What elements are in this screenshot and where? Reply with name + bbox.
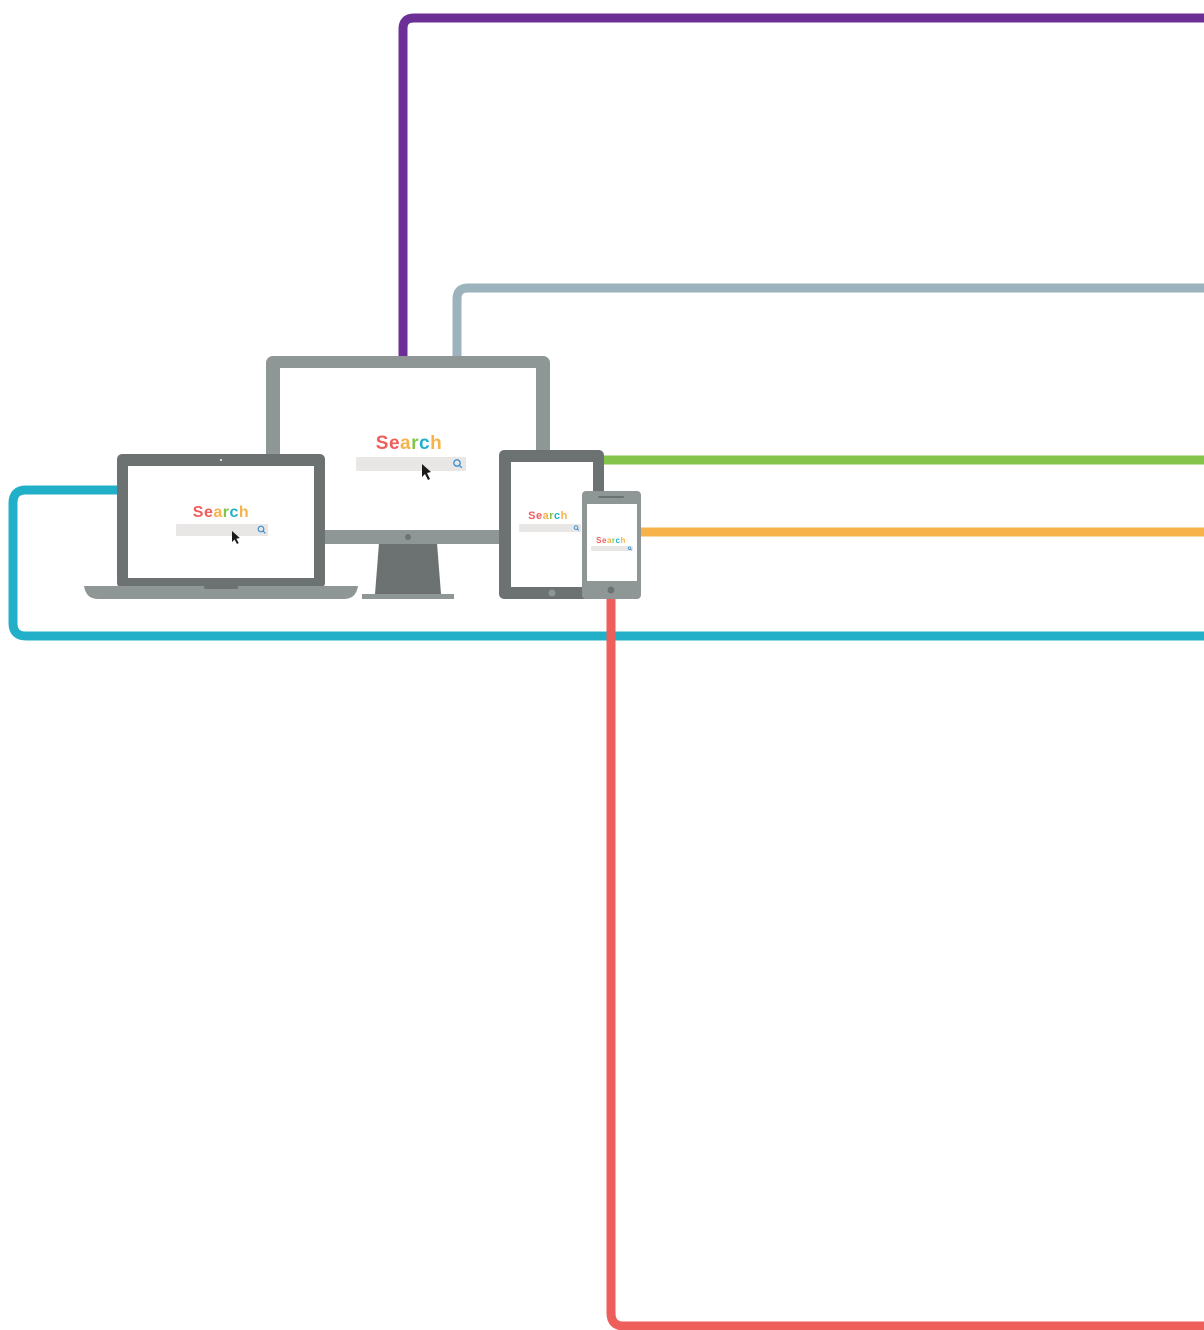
search-letter: h bbox=[239, 504, 249, 521]
cursor-icon bbox=[232, 531, 240, 544]
search-letter: a bbox=[400, 433, 411, 454]
search-letter: c bbox=[230, 504, 239, 521]
phone-search-bar bbox=[591, 546, 633, 551]
search-letter: e bbox=[204, 504, 213, 521]
phone-search-word: Search bbox=[596, 536, 626, 545]
laptop-trackpad-notch bbox=[204, 586, 238, 589]
laptop-base bbox=[84, 586, 358, 599]
tablet: Search bbox=[499, 450, 604, 599]
search-letter: a bbox=[213, 504, 222, 521]
tablet-search-word: Search bbox=[528, 510, 568, 522]
monitor-search-bar bbox=[356, 457, 466, 471]
laptop-search-bar bbox=[176, 524, 268, 536]
search-letter: r bbox=[411, 433, 419, 454]
monitor-power-light bbox=[405, 534, 411, 540]
tablet-search-bar bbox=[519, 524, 581, 532]
search-letter: e bbox=[602, 536, 607, 545]
magnifier-icon bbox=[257, 525, 266, 534]
search-letter: a bbox=[543, 510, 550, 522]
gray-blue-connector bbox=[452, 283, 1204, 360]
smartphone: Search bbox=[582, 491, 641, 599]
magnifier-icon bbox=[627, 546, 632, 551]
magnifier-icon bbox=[573, 525, 580, 531]
red-connector bbox=[606, 596, 1204, 1330]
phone-screen bbox=[587, 504, 637, 581]
laptop-camera bbox=[220, 459, 222, 461]
search-letter: r bbox=[612, 536, 616, 545]
search-letter: S bbox=[596, 536, 602, 545]
laptop-screen bbox=[128, 466, 314, 578]
search-letter: S bbox=[528, 510, 536, 522]
purple-connector bbox=[398, 13, 1204, 360]
connectors bbox=[8, 13, 1204, 1330]
search-letter: e bbox=[389, 433, 400, 454]
desktop-monitor: Search bbox=[266, 356, 550, 599]
search-letter: r bbox=[549, 510, 554, 522]
laptop-search-word: Search bbox=[193, 504, 249, 521]
search-letter: h bbox=[430, 433, 442, 454]
phone-speaker bbox=[598, 496, 624, 498]
magnifier-icon bbox=[453, 459, 463, 469]
tablet-home-button bbox=[548, 589, 556, 597]
search-letter: S bbox=[376, 433, 389, 454]
monitor-stand-base bbox=[362, 594, 454, 599]
search-letter: h bbox=[561, 510, 568, 522]
search-letter: c bbox=[554, 510, 561, 522]
search-letter: c bbox=[616, 536, 621, 545]
search-letter: S bbox=[193, 504, 204, 521]
search-letter: r bbox=[223, 504, 230, 521]
search-letter: c bbox=[419, 433, 430, 454]
search-letter: h bbox=[620, 536, 625, 545]
monitor-search-word: Search bbox=[376, 433, 442, 454]
laptop: Search bbox=[84, 454, 358, 599]
cyan-connector bbox=[8, 485, 1204, 641]
search-letter: e bbox=[536, 510, 543, 522]
monitor-stand bbox=[375, 543, 441, 594]
phone-home-button bbox=[607, 586, 615, 594]
search-letter: a bbox=[607, 536, 612, 545]
cursor-icon bbox=[422, 464, 431, 480]
